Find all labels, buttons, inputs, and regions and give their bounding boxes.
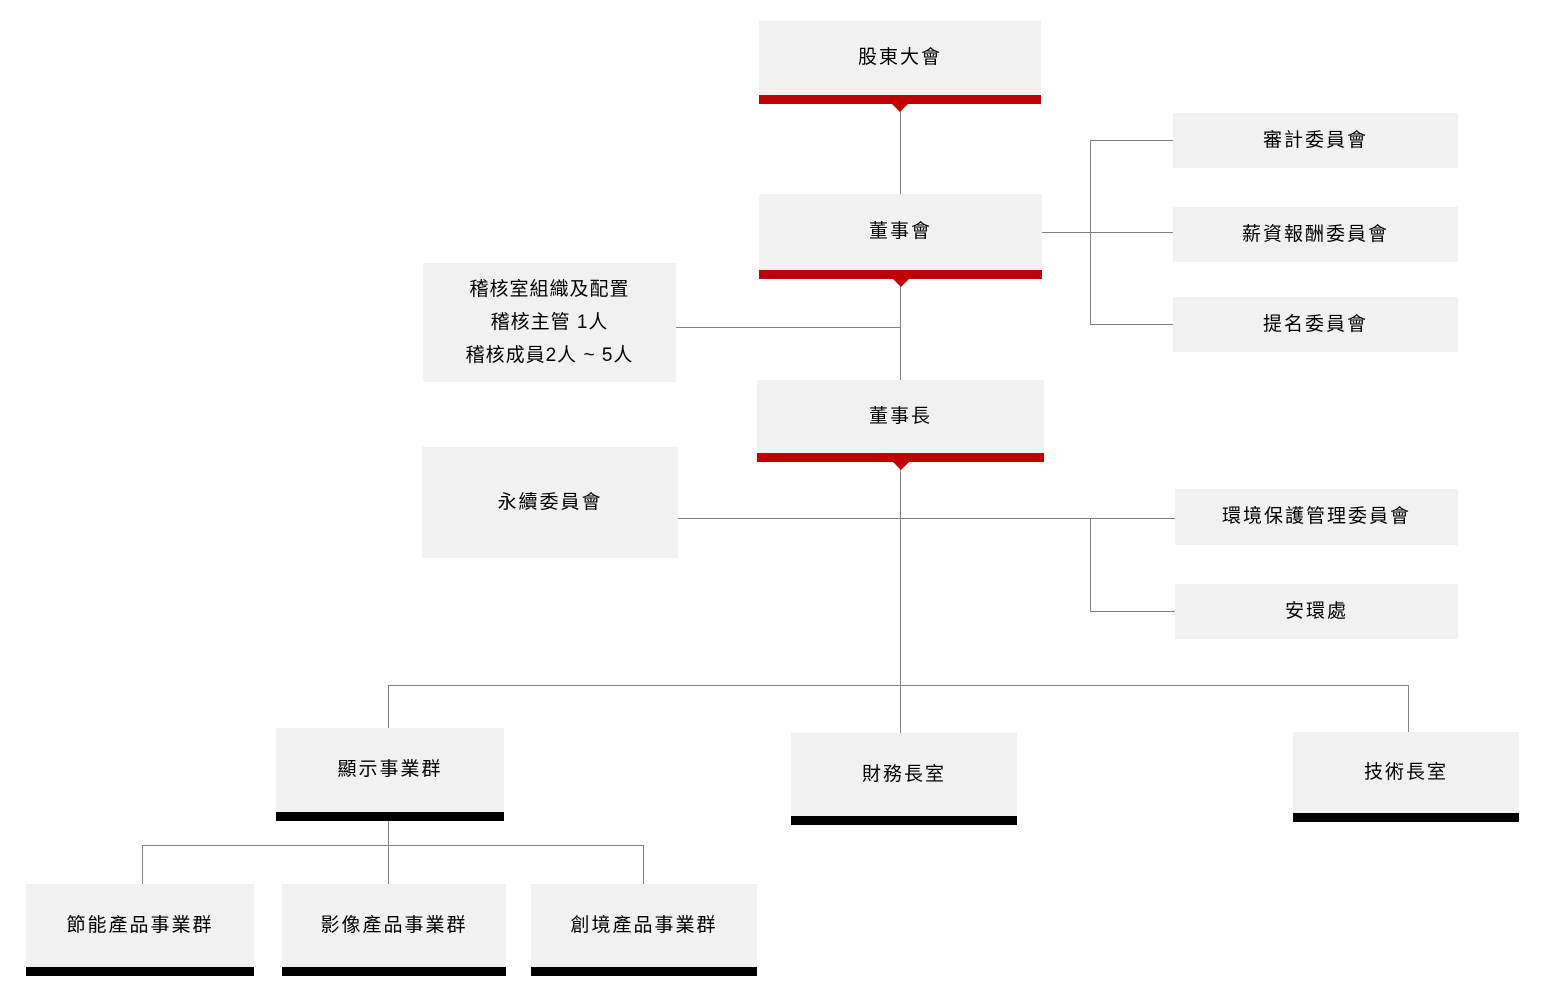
node-label-line2: 稽核主管 1人	[490, 312, 609, 333]
node-chairman: 董事長	[757, 380, 1044, 462]
connector-level2-horizontal	[388, 685, 1408, 686]
connector-sustainability-environmental	[678, 518, 1175, 519]
node-label-line3: 稽核成員2人 ~ 5人	[465, 345, 634, 366]
connector-creative-bg-drop	[643, 845, 644, 884]
node-energy-saving-products-bg: 節能產品事業群	[26, 884, 254, 976]
connector-display-bg-down	[388, 821, 389, 845]
node-label: 技術長室	[1363, 761, 1448, 783]
node-shareholders-meeting: 股東大會	[759, 21, 1041, 104]
node-cfo-office: 財務長室	[791, 733, 1017, 825]
node-label: 安環處	[1284, 600, 1348, 622]
connector-audit-office-branch	[676, 327, 900, 328]
connector-energy-bg-drop	[142, 845, 143, 884]
node-compensation-committee: 薪資報酬委員會	[1173, 207, 1458, 262]
node-label: 董事長	[868, 405, 932, 427]
node-label: 創境產品事業群	[570, 914, 718, 936]
node-cto-office: 技術長室	[1293, 732, 1519, 822]
connector-display-bg-drop	[388, 685, 389, 728]
node-board-of-directors: 董事會	[759, 194, 1042, 279]
node-label-line1: 稽核室組織及配置	[469, 279, 630, 300]
node-label: 股東大會	[857, 47, 942, 69]
connector-chairman-down	[900, 462, 901, 733]
connector-audit-committee-branch	[1090, 140, 1173, 141]
node-label: 影像產品事業群	[320, 914, 468, 936]
node-label: 永續委員會	[497, 491, 603, 513]
node-label: 財務長室	[861, 763, 946, 785]
connector-safety-env-vertical	[1090, 518, 1091, 612]
node-label: 董事會	[868, 221, 932, 243]
node-label: 薪資報酬委員會	[1241, 223, 1389, 245]
node-label: 提名委員會	[1262, 313, 1368, 335]
connector-imaging-bg-drop	[388, 845, 389, 884]
node-imaging-products-bg: 影像產品事業群	[282, 884, 506, 976]
node-label: 環境保護管理委員會	[1221, 506, 1411, 528]
node-nomination-committee: 提名委員會	[1173, 297, 1458, 352]
connector-safety-env-branch	[1090, 611, 1175, 612]
node-environmental-protection-committee: 環境保護管理委員會	[1175, 489, 1458, 545]
connector-board-committees-horizontal	[1042, 232, 1173, 233]
node-label: 顯示事業群	[337, 759, 443, 781]
connector-shareholders-board	[900, 104, 901, 194]
node-safety-environment-office: 安環處	[1175, 584, 1458, 639]
node-sustainability-committee: 永續委員會	[422, 447, 678, 558]
connector-level3-horizontal	[142, 845, 643, 846]
node-label: 審計委員會	[1262, 129, 1368, 151]
connector-cto-office-drop	[1408, 685, 1409, 732]
connector-board-chairman	[900, 279, 901, 380]
node-display-business-group: 顯示事業群	[276, 728, 504, 821]
node-audit-committee: 審計委員會	[1173, 113, 1458, 168]
connector-committees-vertical	[1090, 140, 1091, 325]
node-label: 節能產品事業群	[66, 914, 214, 936]
connector-nomination-committee-branch	[1090, 324, 1173, 325]
node-creative-products-bg: 創境產品事業群	[531, 884, 757, 976]
node-audit-office: 稽核室組織及配置 稽核主管 1人 稽核成員2人 ~ 5人	[423, 263, 676, 382]
